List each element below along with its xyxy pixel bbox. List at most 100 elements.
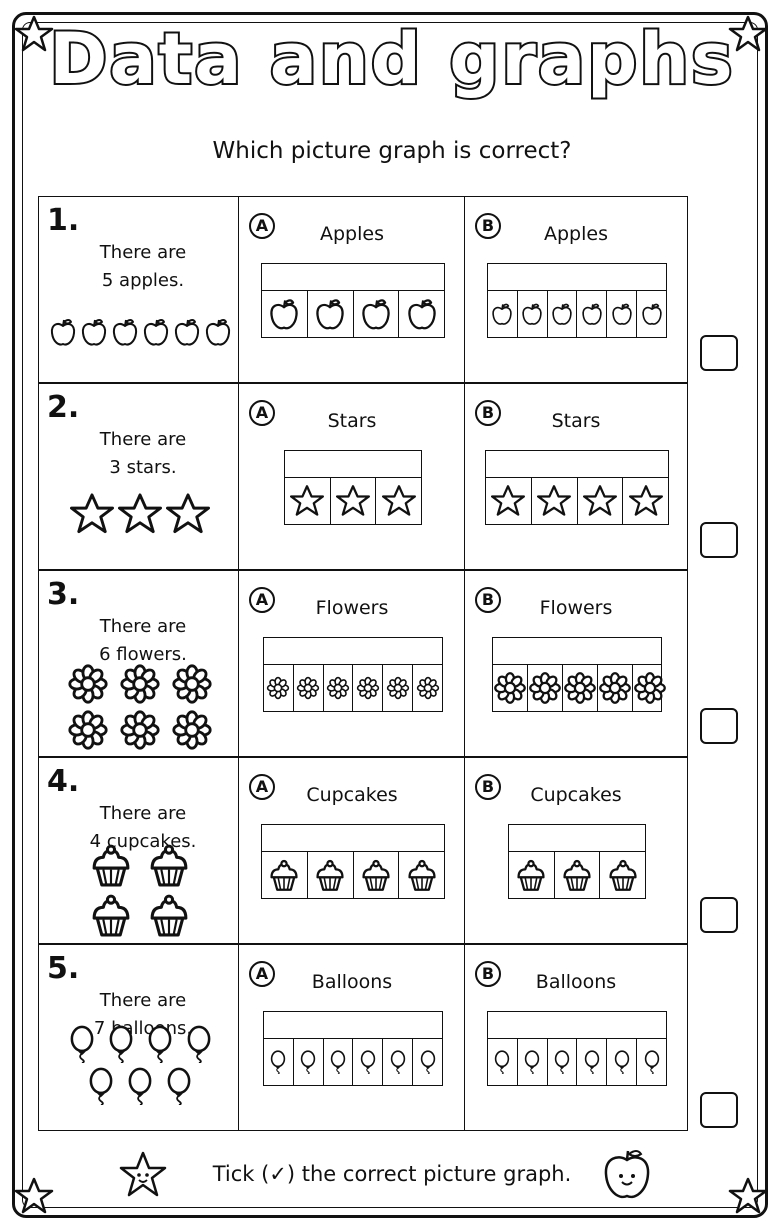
flower-icon: [326, 676, 350, 700]
flower-icon: [119, 663, 161, 705]
graph-cell: [637, 291, 666, 337]
graph-cell: [548, 291, 578, 337]
question-text-line: There are: [99, 803, 187, 824]
apple-icon: [359, 297, 393, 331]
star-icon: [537, 484, 572, 518]
footer-instruction: Tick (✓) the correct picture graph.: [212, 1162, 572, 1186]
balloon-icon: [82, 1067, 120, 1105]
balloon-icon: [416, 1050, 440, 1074]
graph-cell: [532, 478, 578, 524]
page-title: Data and graphs: [47, 16, 735, 102]
cupcake-icon: [313, 858, 347, 892]
answer-checkbox[interactable]: [700, 1092, 738, 1128]
question-text: There are 3 stars.: [63, 426, 223, 482]
flower-icon: [493, 671, 527, 705]
balloon-icon: [356, 1050, 380, 1074]
graph-cell: [598, 665, 633, 711]
graph-cell: [488, 291, 518, 337]
graph-cell: [399, 852, 444, 898]
question-text-line: 5 apples.: [101, 270, 185, 291]
graph-cell: [578, 478, 624, 524]
graph-cell: [383, 665, 414, 711]
apple-icon: [141, 317, 171, 347]
balloon-icon: [296, 1050, 320, 1074]
question-text-line: 3 stars.: [109, 457, 177, 478]
graph-cell: [354, 852, 400, 898]
graph-header-row: [508, 824, 646, 852]
question-number: 4.: [47, 764, 80, 799]
question-text-line: There are: [99, 242, 187, 263]
graph-cell: [518, 291, 548, 337]
cupcake-icon: [267, 858, 301, 892]
graph-title: Cupcakes: [306, 784, 398, 806]
cupcake-icon: [606, 858, 640, 892]
graph-cell: [353, 665, 384, 711]
picture-graph: [284, 450, 422, 525]
graph-picture-row: [261, 290, 445, 338]
apple-icon: [520, 302, 544, 326]
balloon-icon: [550, 1050, 574, 1074]
graph-cell: [637, 1039, 666, 1085]
answer-checkbox[interactable]: [700, 335, 738, 371]
graph-cell: [383, 1039, 414, 1085]
graph-title: Balloons: [311, 971, 393, 993]
corner-star-icon: [14, 1177, 54, 1214]
picture-graph: [487, 1011, 667, 1086]
graph-cell: [285, 478, 331, 524]
graph-cell: [331, 478, 377, 524]
apple-icon: [313, 297, 347, 331]
cupcake-icon: [359, 858, 393, 892]
graph-cell: [528, 665, 563, 711]
graph-cell: [548, 1039, 578, 1085]
graph-cell: [262, 852, 308, 898]
page-border-inner: [22, 22, 758, 1208]
graph-cell: [509, 852, 555, 898]
balloon-icon: [63, 1025, 101, 1063]
apple-icon: [203, 317, 233, 347]
graph-cell: [607, 1039, 638, 1085]
graph-cell: [488, 1039, 518, 1085]
cupcake-icon: [88, 842, 134, 888]
graph-cell: [555, 852, 601, 898]
star-icon: [491, 484, 526, 518]
apple-icon: [610, 302, 634, 326]
question-text-line: There are: [99, 429, 187, 450]
apple-icon: [172, 317, 202, 347]
balloon-icon: [160, 1067, 198, 1105]
graph-cell: [623, 478, 668, 524]
graph-cell: [376, 478, 421, 524]
question-text: There are 5 apples.: [63, 239, 223, 295]
cupcake-icon: [405, 858, 439, 892]
balloon-icon: [520, 1050, 544, 1074]
graph-cell: [262, 291, 308, 337]
corner-star-icon: [14, 15, 54, 52]
flower-icon: [67, 663, 109, 705]
answer-checkbox[interactable]: [700, 897, 738, 933]
flower-icon: [67, 709, 109, 751]
option-letter: A: [249, 587, 275, 613]
graph-cell: [493, 665, 528, 711]
flower-icon: [296, 676, 320, 700]
graph-cell: [353, 1039, 384, 1085]
graph-cell: [308, 852, 354, 898]
star-icon: [336, 484, 370, 518]
corner-star-icon: [728, 1177, 768, 1214]
balloon-icon: [326, 1050, 350, 1074]
flower-icon: [633, 671, 667, 705]
answer-checkbox[interactable]: [700, 708, 738, 744]
option-letter: A: [249, 400, 275, 426]
graph-header-row: [263, 1011, 443, 1039]
answer-checkbox[interactable]: [700, 522, 738, 558]
graph-title: Stars: [327, 410, 377, 432]
cupcake-icon: [514, 858, 548, 892]
apple-icon: [110, 317, 140, 347]
graph-picture-row: [492, 664, 666, 712]
